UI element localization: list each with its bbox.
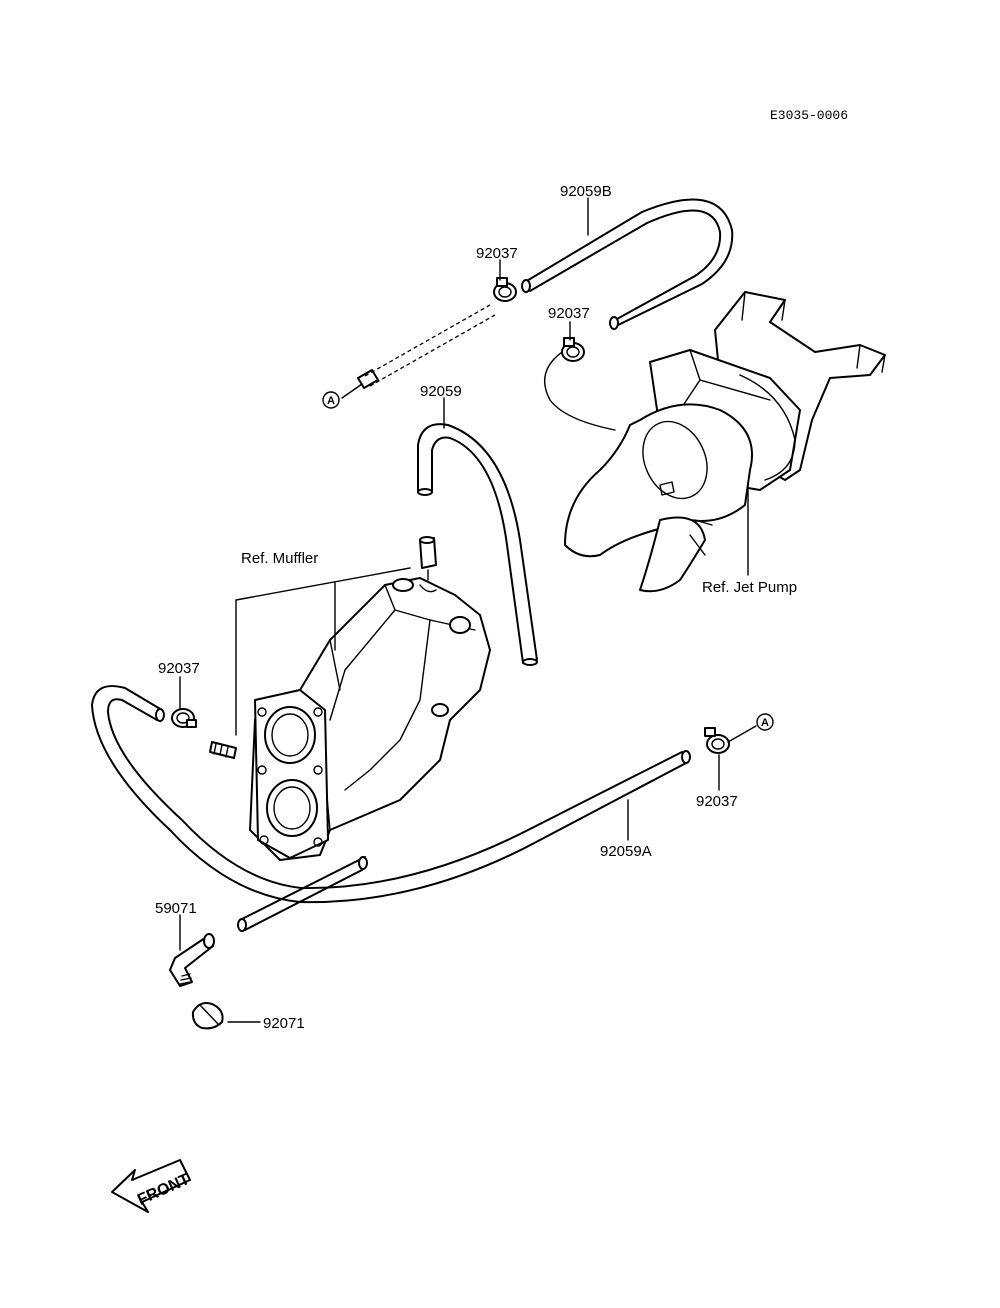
label-92037-left: 92037 xyxy=(158,660,200,677)
front-arrow: FRONT xyxy=(111,1159,193,1213)
svg-text:A: A xyxy=(327,395,335,407)
muffler xyxy=(249,536,491,861)
label-92071: 92071 xyxy=(263,1015,305,1032)
diagram-code: E3035-0006 xyxy=(770,108,848,123)
leader-marker-a-right xyxy=(727,725,757,743)
jet-pump xyxy=(564,291,886,593)
hose-92059a xyxy=(91,685,691,932)
svg-text:A: A xyxy=(761,717,769,729)
marker-a-right: A xyxy=(756,713,774,731)
hose-92059 xyxy=(417,423,538,666)
label-92037-right: 92037 xyxy=(696,793,738,810)
label-92037-top-left: 92037 xyxy=(476,245,518,262)
clamp-92037-left xyxy=(171,708,197,728)
hidden-tube xyxy=(357,304,496,389)
clamp-92037-top-right xyxy=(561,337,585,362)
label-92059b: 92059B xyxy=(560,183,612,200)
label-59071: 59071 xyxy=(155,900,197,917)
hose-to-jet-pump xyxy=(543,351,616,431)
fitting-muffler xyxy=(209,741,237,759)
label-ref-jet-pump: Ref. Jet Pump xyxy=(702,579,797,596)
clamp-92037-right xyxy=(704,727,730,754)
label-92059: 92059 xyxy=(420,383,462,400)
label-92059a: 92059A xyxy=(600,843,652,860)
cap-92071 xyxy=(191,1002,224,1030)
hose-92059b xyxy=(521,198,734,330)
leader-marker-a-top xyxy=(341,383,363,399)
clamp-92037-top-left xyxy=(493,277,517,302)
marker-a-top: A xyxy=(322,391,340,409)
label-ref-muffler: Ref. Muffler xyxy=(241,550,318,567)
fitting-59071 xyxy=(169,933,215,987)
leader-ref-muffler xyxy=(235,567,411,736)
label-92037-top-right: 92037 xyxy=(548,305,590,322)
